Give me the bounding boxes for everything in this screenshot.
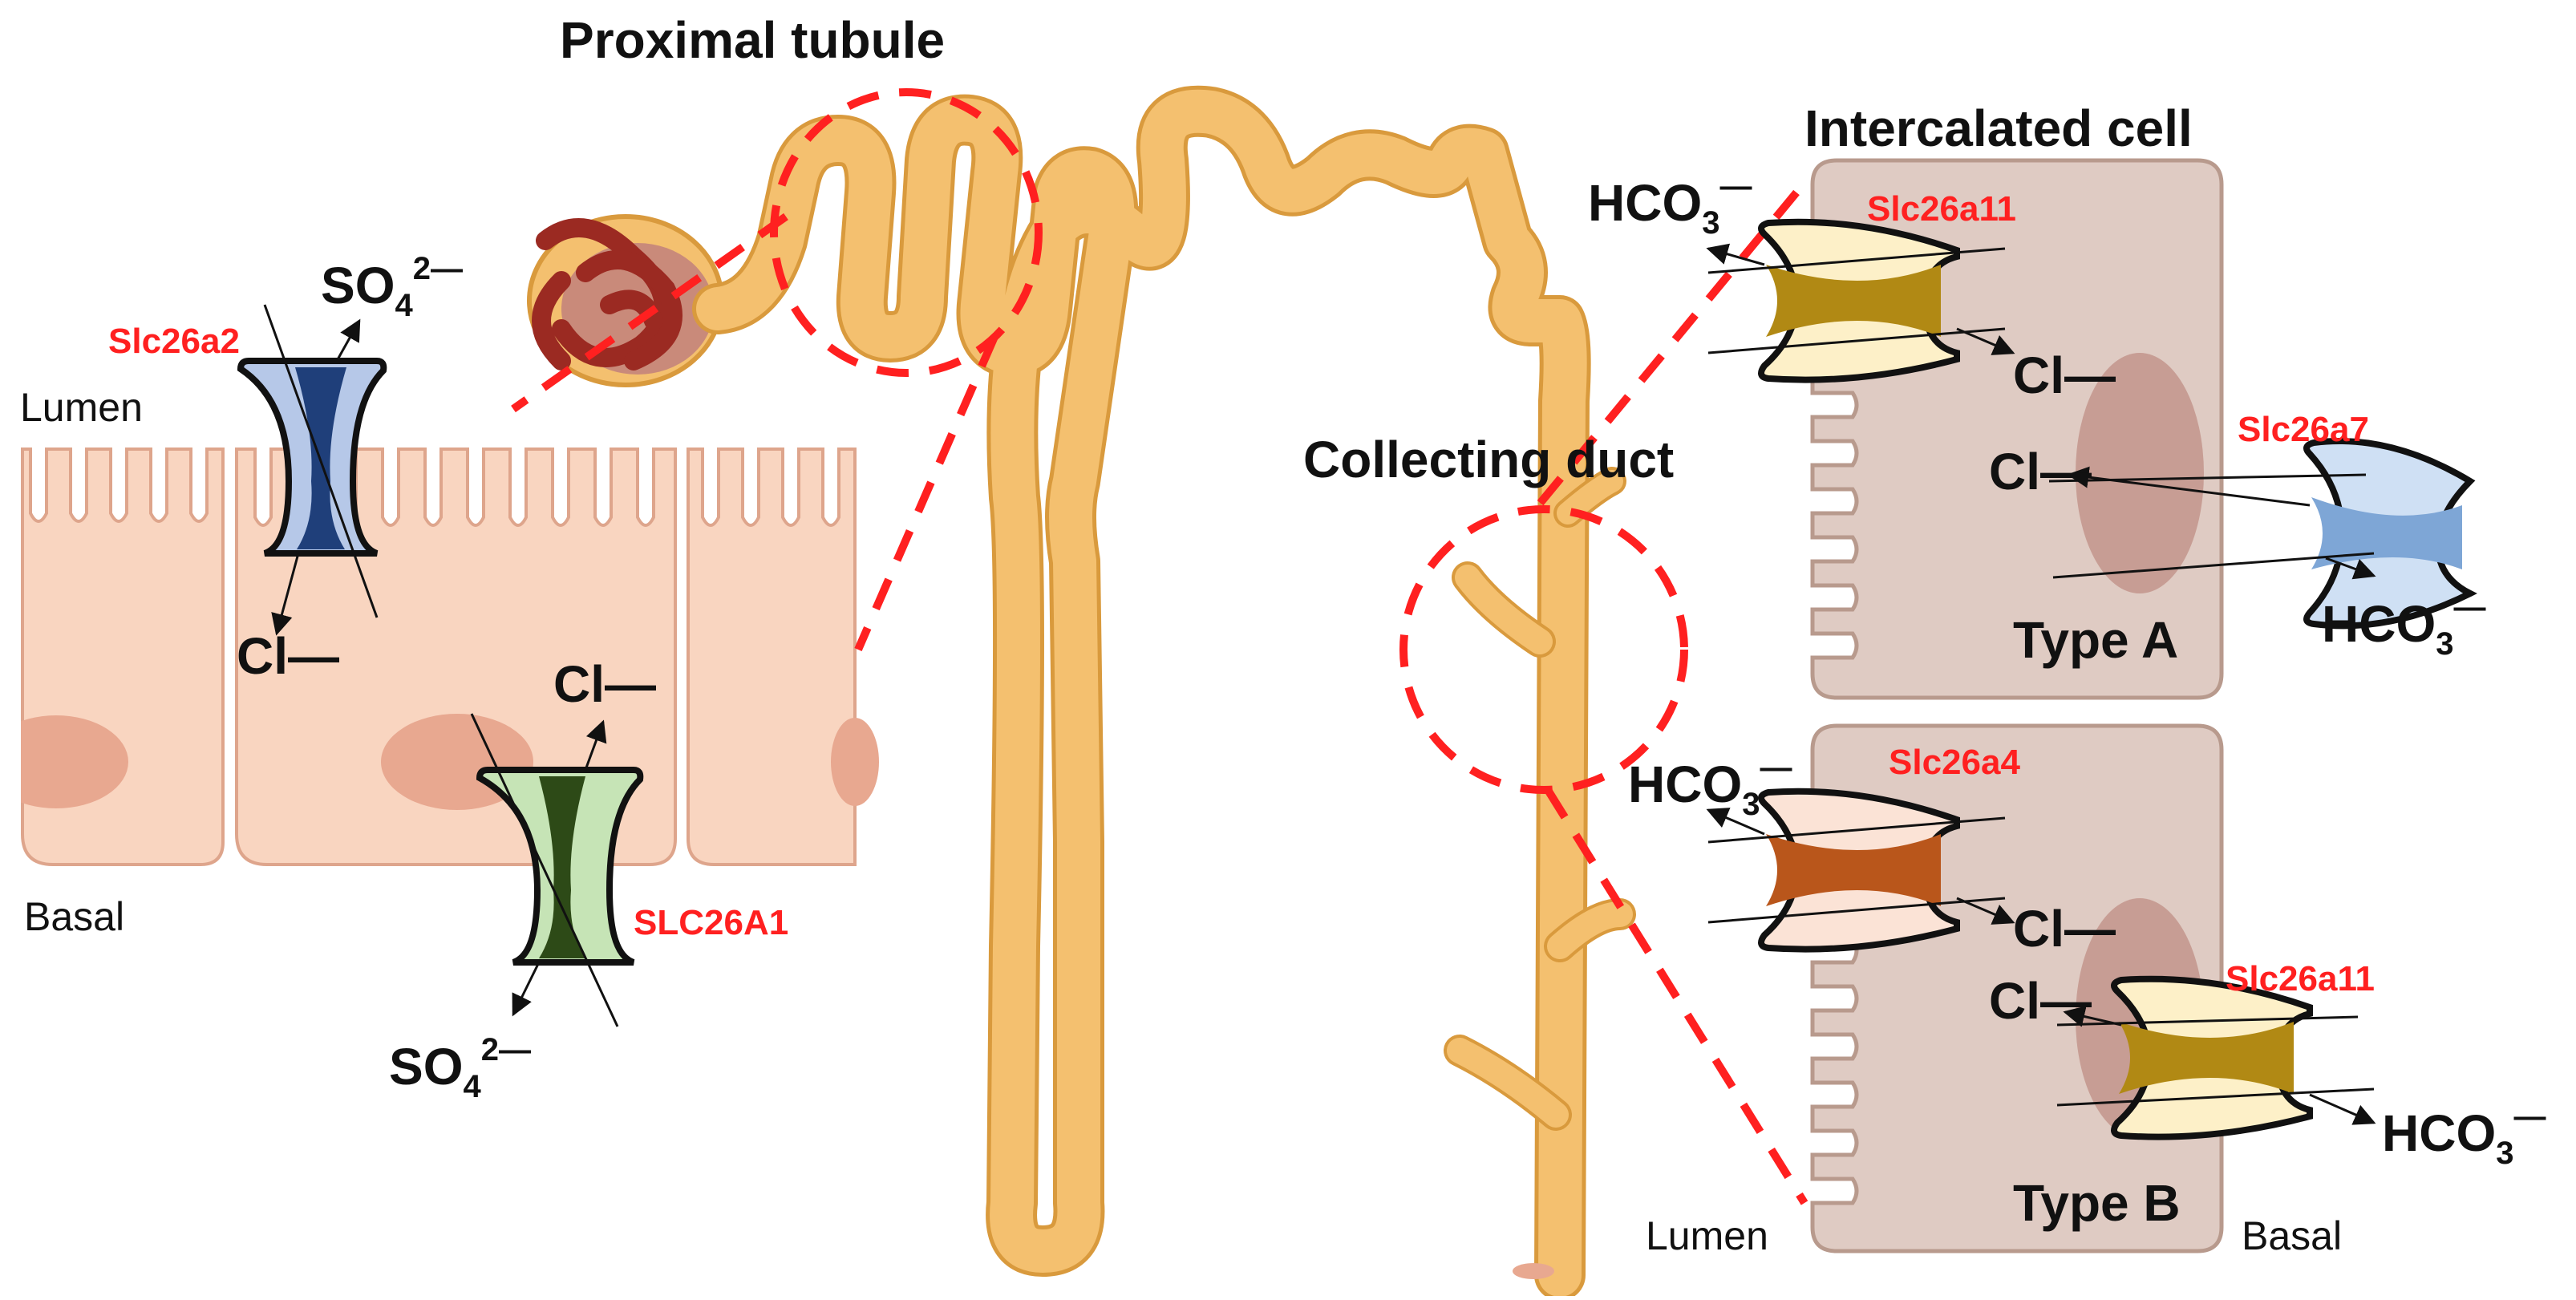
slc26a7-label: Slc26a7 [2238,410,2369,449]
slc26a11-label-type-b: Slc26a11 [2226,959,2375,998]
proximal-zoom-circle [770,88,1043,377]
bicarbonate-ion-label-type-a-basal: HCO3— [2322,589,2485,662]
intercalated-cell-title: Intercalated cell [1804,99,2193,157]
slc26a2-label: Slc26a2 [108,322,240,361]
slc26a11-transporter-type-b [2056,975,2376,1140]
proximal-tubule-title: Proximal tubule [560,11,945,69]
svg-text:HCO3—: HCO3— [1588,168,1752,241]
nucleus [0,715,128,808]
slc26a1-label: SLC26A1 [634,903,788,942]
chloride-ion-label-type-b-apical: Cl— [2013,900,2116,958]
basal-label-right: Basal [2242,1213,2342,1258]
slc26a11-label-type-a: Slc26a11 [1867,189,2016,229]
chloride-ion-label-left: Cl— [237,627,339,685]
sulfate-ion-label-bottom: SO42— [389,1032,531,1104]
chloride-ion-label-basal: Cl— [553,655,656,713]
svg-text:HCO3—: HCO3— [2382,1099,2546,1171]
bicarbonate-ion-label-type-a-apical: HCO3— [1588,168,1752,241]
sulfate-ion-label-top: SO42— [321,251,463,323]
bicarbonate-ion-label-type-b-basal: HCO3— [2382,1099,2546,1171]
slc26a4-transporter [1706,788,2015,953]
svg-text:HCO3—: HCO3— [1628,750,1792,822]
proximal-epithelium [0,441,879,890]
chloride-ion-label-type-b-basal: Cl— [1989,972,2092,1030]
slc26a2-transporter [237,304,387,636]
collecting-duct-title: Collecting duct [1303,431,1674,488]
chloride-ion-label-type-a-apical: Cl— [2013,346,2116,404]
slc26a7-transporter [2048,438,2477,630]
nucleus [831,718,879,806]
epithelial-cell [687,448,857,866]
collecting-zoom-circle [1399,505,1688,794]
basal-label-left: Basal [24,894,124,939]
type-b-label: Type B [2013,1174,2181,1232]
svg-text:SO42—: SO42— [321,251,463,323]
svg-text:HCO3—: HCO3— [2322,589,2485,662]
bicarbonate-ion-label-type-b-apical: HCO3— [1628,750,1792,822]
slc26a11-transporter-type-a [1706,218,2015,383]
lumen-label-right: Lumen [1646,1213,1768,1258]
zoom-indicators [511,88,1808,1205]
slc26a4-label: Slc26a4 [1889,743,2020,782]
svg-text:SO42—: SO42— [389,1032,531,1104]
chloride-ion-label-type-a-basal: Cl— [1989,443,2092,500]
lumen-label-left: Lumen [20,385,143,430]
type-a-label: Type A [2013,611,2178,669]
slc26a1-transporter [470,713,644,1027]
